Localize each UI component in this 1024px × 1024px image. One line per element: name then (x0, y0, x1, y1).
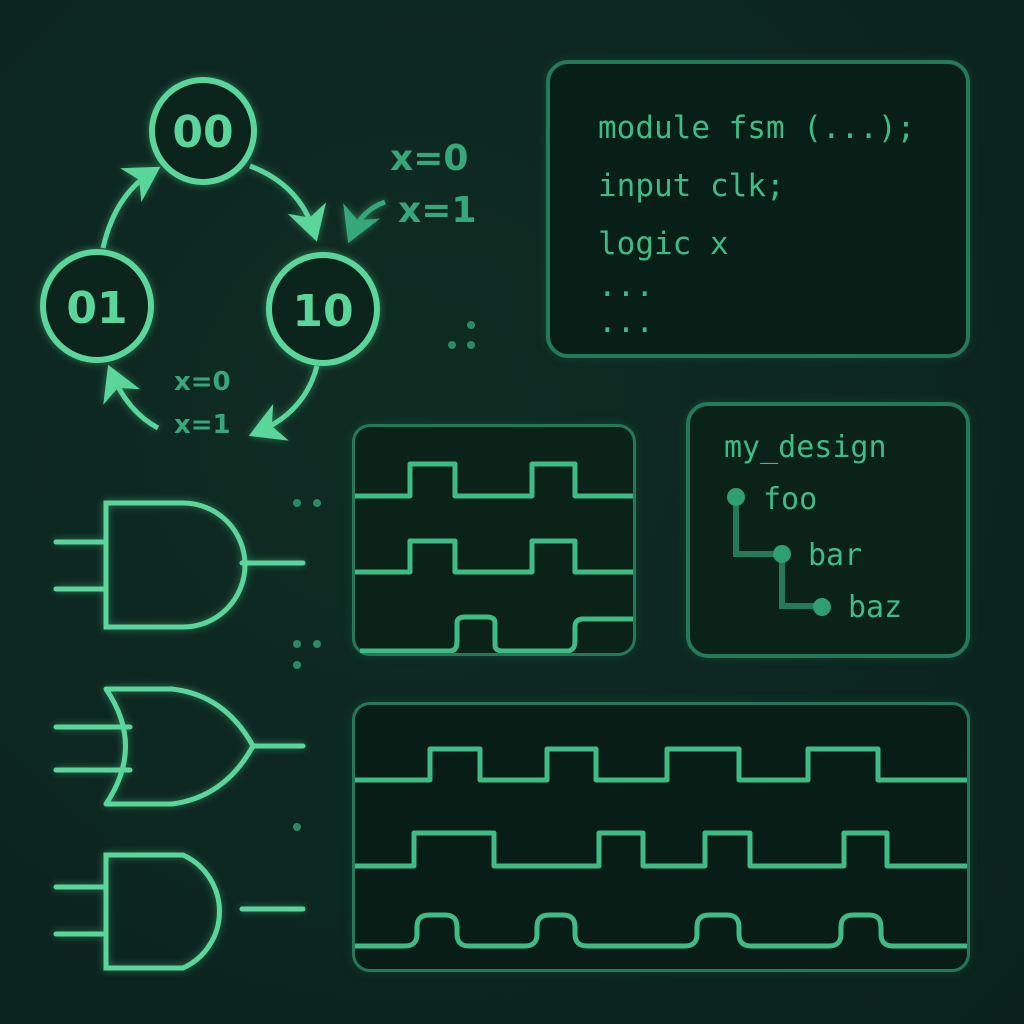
waveform-viewer-small[interactable] (352, 424, 636, 656)
transition-arrow-00-to-10 (249, 163, 327, 242)
signal-trace-3 (360, 614, 633, 653)
transition-label-x0-top: x=0 (390, 138, 469, 179)
and-gate-icon[interactable] (53, 500, 306, 630)
code-line-4: ... (598, 268, 654, 304)
state-label-00: 00 (172, 107, 233, 158)
signal-trace-4 (355, 746, 967, 783)
tree-item-foo[interactable]: foo (763, 482, 818, 517)
or-gate-icon[interactable] (53, 686, 306, 807)
transition-arrow-bottom-left (103, 364, 160, 431)
signal-trace-1 (355, 461, 633, 499)
tree-item-baz[interactable]: baz (848, 590, 903, 625)
tree-node-baz-icon (813, 598, 831, 616)
state-node-10[interactable]: 10 (266, 252, 380, 366)
and-gate-icon-2[interactable] (53, 852, 306, 971)
state-label-10: 10 (292, 286, 353, 337)
transition-arrow-01-to-00 (100, 166, 161, 249)
signal-trace-6 (355, 912, 967, 949)
state-node-01[interactable]: 01 (40, 249, 154, 363)
signal-trace-5 (355, 830, 967, 869)
transition-label-x1-bottom: x=1 (174, 410, 231, 440)
fsm-diagram: 00 10 01 (40, 77, 386, 441)
code-editor-panel[interactable]: module fsm (...); input clk; logic x ...… (546, 60, 970, 358)
waveform-traces-small (355, 461, 633, 653)
tree-item-bar[interactable]: bar (808, 538, 863, 573)
tree-node-bar-icon (773, 545, 791, 563)
hierarchy-connectors (727, 488, 831, 616)
code-line-5: ... (598, 304, 654, 340)
transition-label-x0-bottom: x=0 (174, 367, 231, 397)
waveform-traces-large (355, 746, 967, 949)
code-line-1: module fsm (...); (598, 110, 916, 146)
design-hierarchy-panel[interactable]: my_design foo bar baz (686, 402, 970, 658)
code-line-3: logic x (598, 226, 729, 262)
decorative-dots (293, 321, 475, 831)
waveform-viewer-large[interactable] (352, 702, 970, 972)
transition-label-x1-top: x=1 (398, 190, 477, 231)
signal-trace-2 (355, 538, 633, 575)
annotation-pointer-arrow (343, 199, 386, 244)
state-label-01: 01 (66, 283, 127, 334)
transition-arrow-10-to-01 (248, 365, 320, 441)
tree-node-foo-icon (727, 488, 745, 506)
code-line-2: input clk; (598, 168, 785, 204)
hierarchy-root-label: my_design (724, 430, 887, 465)
state-node-00[interactable]: 00 (149, 77, 257, 185)
